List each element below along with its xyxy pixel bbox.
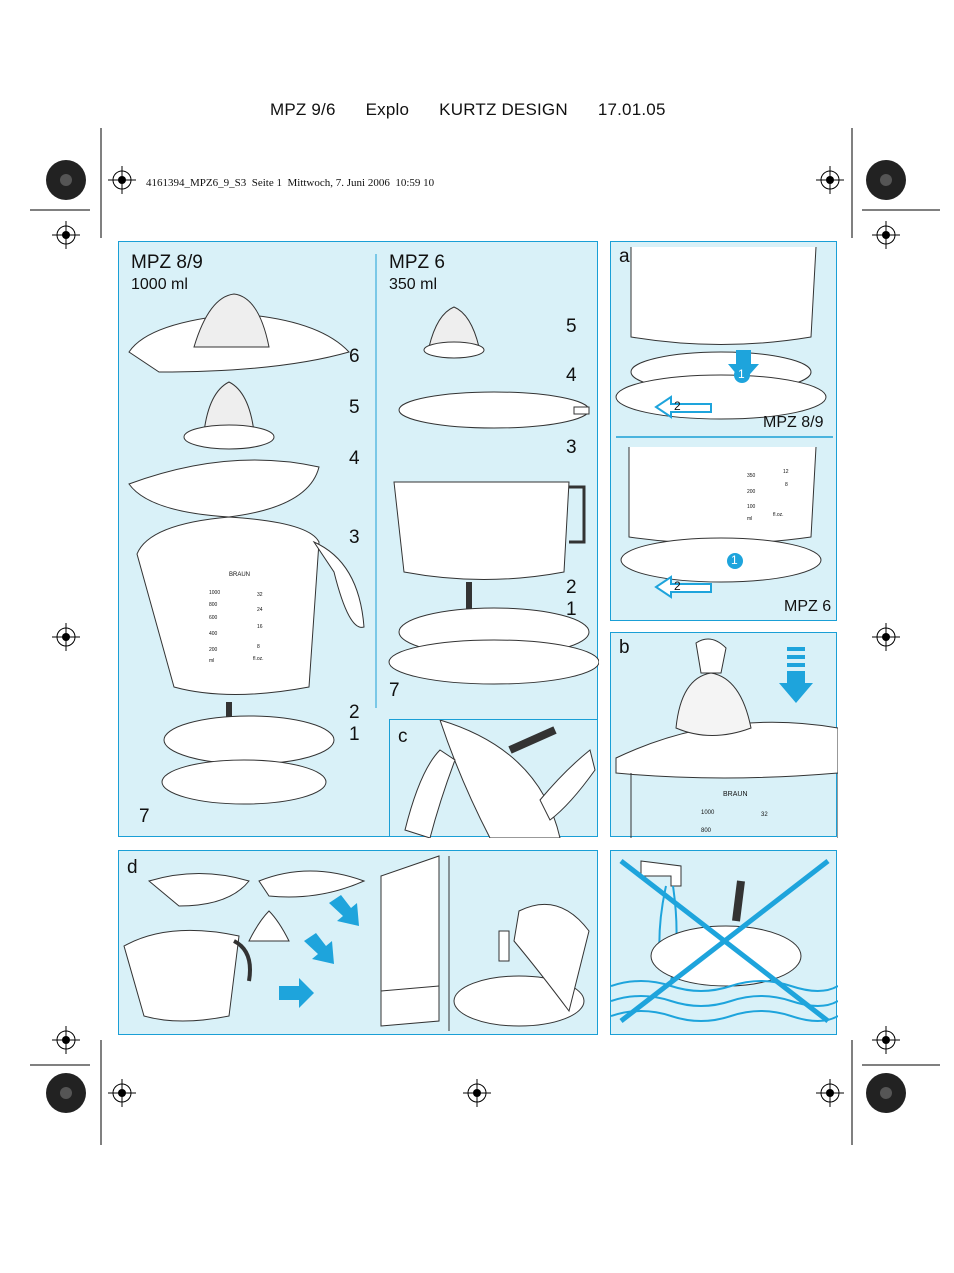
part-number-left-6: 6 (349, 346, 360, 367)
jug-brand: BRAUN (229, 572, 251, 578)
part-number-left-2: 2 (349, 702, 360, 723)
jug-ml-200: 200 (209, 647, 218, 653)
part-number-right-5: 5 (566, 316, 577, 337)
panel-a-illustration (615, 246, 833, 599)
jug-oz-8: 8 (257, 644, 260, 650)
part-number-left-1: 1 (349, 724, 360, 745)
small-scale-12: 12 (783, 469, 789, 475)
panel-b-oz-32: 32 (761, 812, 768, 818)
crosshair-marks (52, 166, 900, 1107)
part-number-left-5: 5 (349, 397, 360, 418)
panel-a-step1-bottom: 1 (731, 553, 738, 567)
small-scale-100: 100 (747, 504, 756, 510)
part-number-left-4: 4 (349, 448, 360, 469)
panel-d: d (118, 850, 598, 1035)
header-model: MPZ 9/6 (270, 100, 336, 119)
panel-d-letter: d (127, 857, 138, 878)
left-model-title: MPZ 8/9 (131, 252, 203, 273)
jug-ml-400: 400 (209, 631, 218, 637)
header-designer: KURTZ DESIGN (439, 100, 568, 119)
jug-ml-1000: 1000 (209, 590, 221, 596)
part-number-right-1: 1 (566, 599, 577, 620)
panel-b-brand: BRAUN (723, 791, 748, 798)
panel-a-step2-bottom: 2 (674, 579, 681, 593)
panel-b-ml-1000: 1000 (701, 810, 715, 816)
main-illustration (128, 254, 599, 805)
panel-a-label-mpz89: MPZ 8/9 (763, 414, 824, 431)
panel-a-step1-top: 1 (738, 367, 745, 381)
jug-oz-24: 24 (257, 607, 263, 613)
part-number-left-3: 3 (349, 527, 360, 548)
part-number-right-7: 7 (389, 680, 400, 701)
right-model-title: MPZ 6 (389, 252, 445, 273)
header-type: Explo (365, 100, 410, 119)
small-scale-350: 350 (747, 473, 756, 479)
small-scale-8: 8 (785, 482, 788, 488)
jug-oz-32: 32 (257, 592, 263, 598)
panel-d-illustration (123, 855, 590, 1031)
panel-no-water (610, 850, 838, 1035)
panel-b-letter: b (619, 637, 630, 658)
right-volume: 350 ml (389, 276, 438, 293)
panel-a-step2-top: 2 (674, 399, 681, 413)
panel-no-water-illustration (611, 859, 838, 1023)
header-date: 17.01.05 (597, 100, 666, 119)
jug-ml-600: 600 (209, 615, 218, 621)
panel-c: c (389, 719, 598, 838)
panel-c-letter: c (398, 726, 408, 747)
panel-a: a MPZ 8/9 MPZ 6 1 2 1 2 350 200 100 12 8… (610, 241, 837, 621)
left-volume: 1000 ml (131, 276, 188, 293)
small-scale-oz-unit: fl.oz. (773, 512, 784, 518)
small-scale-200: 200 (747, 489, 756, 495)
jug-oz-unit: fl.oz. (253, 656, 264, 662)
panel-b-illustration (615, 638, 838, 838)
print-line: 4161394_MPZ6_9_S3 Seite 1 Mittwoch, 7. J… (146, 177, 435, 189)
jug-ml-800: 800 (209, 602, 218, 608)
header: MPZ 9/6 Explo KURTZ DESIGN 17.01.05 (270, 100, 696, 120)
part-number-right-2: 2 (566, 577, 577, 598)
small-scale-ml-unit: ml (747, 516, 753, 522)
jug-oz-16: 16 (257, 624, 263, 630)
panel-a-label-mpz6: MPZ 6 (784, 598, 832, 615)
panel-b-ml-800: 800 (701, 828, 712, 834)
jug-ml-unit: ml (209, 658, 215, 664)
panel-a-letter: a (619, 246, 630, 267)
part-number-right-3: 3 (566, 437, 577, 458)
part-number-right-4: 4 (566, 365, 577, 386)
panel-c-illustration (404, 720, 596, 838)
part-number-left-7: 7 (139, 806, 150, 827)
starburst-marks (46, 160, 906, 1113)
panel-b: b BRAUN 1000 800 32 (610, 632, 838, 838)
